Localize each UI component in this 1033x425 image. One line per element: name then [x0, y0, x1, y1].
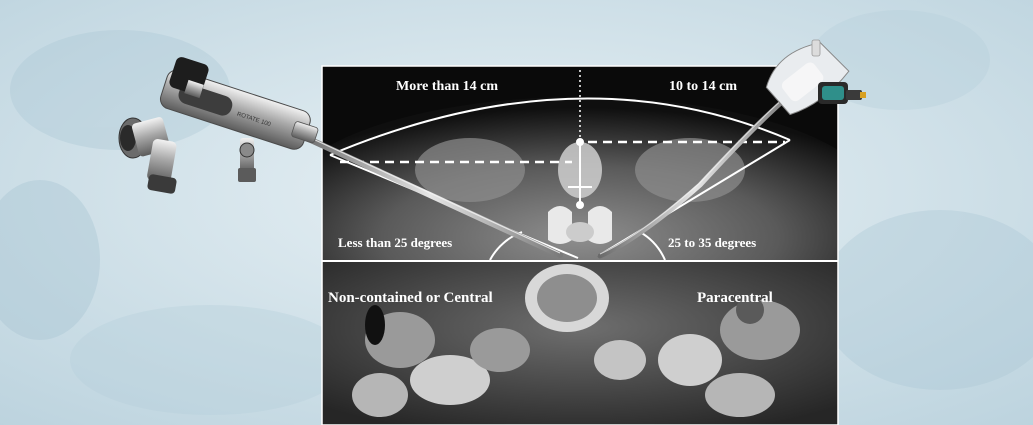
cannula-tip — [812, 40, 820, 56]
air-pocket — [365, 305, 385, 345]
label-10-to-14cm: 10 to 14 cm — [669, 79, 737, 94]
stopcock — [238, 138, 256, 182]
label-less-than-25-degrees: Less than 25 degrees — [338, 235, 452, 250]
label-25-to-35-degrees: 25 to 35 degrees — [668, 235, 756, 250]
label-non-contained-or-central: Non-contained or Central — [328, 290, 493, 306]
label-paracentral: Paracentral — [697, 290, 773, 306]
label-more-than-14cm: More than 14 cm — [396, 79, 498, 94]
